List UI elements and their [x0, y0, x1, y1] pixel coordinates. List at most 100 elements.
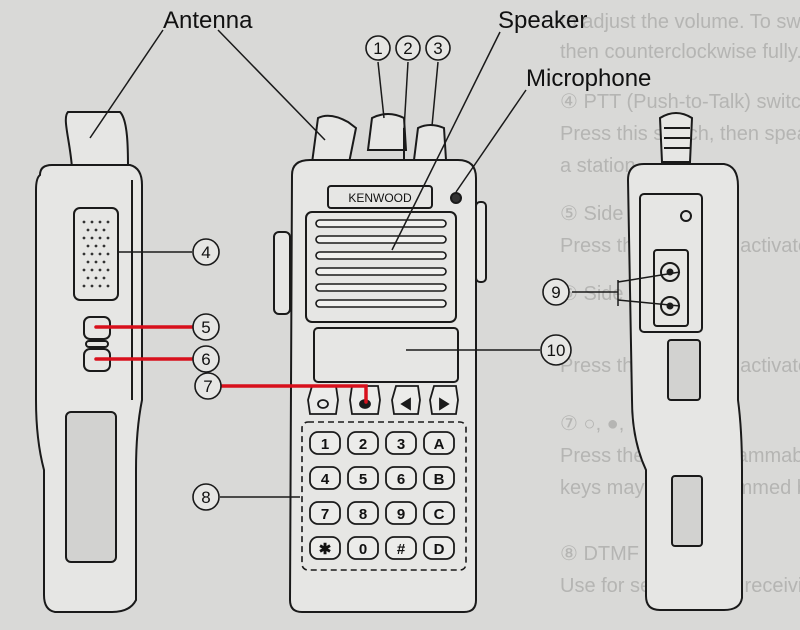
callout-number: 7 [203, 377, 212, 396]
callout-number: 4 [201, 243, 210, 262]
keypad-key-label: # [397, 541, 406, 558]
bg-line: a station. [560, 155, 641, 177]
keypad-key-label: 3 [397, 436, 405, 453]
keypad-key-label: 2 [359, 436, 367, 453]
ptt-switch [73, 207, 119, 301]
keypad-key [423, 501, 455, 525]
callout-number: 8 [201, 488, 210, 507]
keypad-key [309, 466, 341, 490]
callout-number: 9 [551, 283, 560, 302]
speaker-label: Speaker [498, 7, 587, 34]
callout-circle-7 [194, 372, 222, 400]
antenna-leader-left [89, 29, 164, 139]
callout-circle-5 [192, 313, 220, 341]
lcd-display [313, 327, 459, 383]
bg-line: ④ PTT (Push-to-Talk) switch [560, 91, 800, 113]
jack-cover-screw [680, 210, 692, 222]
bg-line: to adjust the volume. To switch off the … [560, 11, 800, 33]
callout-circle-6 [192, 345, 220, 373]
volume-knob [412, 124, 448, 161]
microphone-leader [455, 89, 527, 193]
callout-9-leader-b [617, 299, 681, 307]
microphone-label: Microphone [526, 65, 651, 92]
left-antenna-shape [64, 111, 130, 169]
front-view [273, 113, 487, 613]
keypad-key-label: 0 [359, 541, 367, 558]
pf-key-highlight [220, 384, 368, 404]
keypad-key [309, 431, 341, 455]
keypad-key [385, 431, 417, 455]
bg-line: then counterclockwise fully. [560, 41, 800, 63]
callout-3-leader [431, 61, 439, 127]
pf-circle-open-icon [317, 399, 329, 409]
callout-1-leader [377, 61, 385, 119]
callout-number: 10 [547, 341, 566, 360]
callout-circle-4 [192, 238, 220, 266]
keypad-key-label: 5 [359, 471, 367, 488]
keypad-key-label: 1 [321, 436, 329, 453]
keypad-key-label: 6 [397, 471, 405, 488]
microphone-hole [450, 192, 462, 204]
keypad-key [385, 501, 417, 525]
callout-circle-10 [540, 334, 572, 366]
keypad-key-label: ✱ [319, 541, 332, 558]
ptt-grip-dots [82, 220, 110, 288]
pf-key-3 [391, 385, 421, 415]
keypad-key [347, 536, 379, 560]
keypad-key [347, 431, 379, 455]
callout-number: 2 [403, 39, 412, 58]
dtmf-keypad: 1 2 3 A 4 5 6 B 7 8 9 C ✱ 0 # D [309, 431, 455, 560]
callout-circle-9 [542, 278, 570, 306]
antenna-label: Antenna [163, 7, 253, 34]
callout-number: 1 [373, 39, 382, 58]
keypad-key [385, 536, 417, 560]
keypad-key-label: 7 [321, 506, 329, 523]
speaker-leader [391, 31, 501, 251]
callout-number: 5 [201, 318, 210, 337]
pf-key-4 [429, 385, 459, 415]
side-key-divider [85, 340, 109, 348]
keypad-key-label: C [434, 506, 445, 523]
front-left-bump [273, 231, 291, 315]
callout-number: 6 [201, 350, 210, 369]
keypad-key [423, 466, 455, 490]
red-highlights [94, 325, 368, 404]
pf-right-triangle-icon [439, 397, 450, 411]
keypad-key-label: 8 [359, 506, 367, 523]
callout-circles [192, 35, 572, 511]
speaker-grille [315, 219, 447, 308]
keypad-key-label: D [434, 541, 445, 558]
right-lower-panel [671, 475, 703, 547]
brand-plate [327, 185, 433, 209]
callout-9-leader-a [617, 271, 681, 283]
keypad-key [423, 431, 455, 455]
antenna-leader-front [217, 29, 326, 141]
keypad-key [385, 466, 417, 490]
keypad-key [347, 501, 379, 525]
left-side-view [35, 111, 143, 613]
front-right-bump [475, 201, 487, 283]
keypad-key [309, 536, 341, 560]
keypad-border [301, 421, 467, 571]
keypad-key-label: A [434, 436, 445, 453]
callout-circle-2 [395, 35, 421, 61]
right-side-view [626, 112, 743, 611]
leader-lines [89, 29, 681, 498]
callout-number: 3 [433, 39, 442, 58]
keypad-key [347, 466, 379, 490]
left-grip-panel [65, 411, 117, 563]
keypad-key [423, 536, 455, 560]
pf-left-triangle-icon [400, 397, 411, 411]
keypad-key-label: B [434, 471, 445, 488]
callout-circle-1 [365, 35, 391, 61]
keypad-key-label: 4 [321, 471, 330, 488]
callout-circle-3 [425, 35, 451, 61]
callout-circle-8 [192, 483, 220, 511]
channel-knob [366, 113, 408, 151]
keypad-key-label: 9 [397, 506, 405, 523]
right-upper-panel [667, 339, 701, 401]
keypad-key [309, 501, 341, 525]
brand-logo-text: KENWOOD [348, 191, 412, 205]
